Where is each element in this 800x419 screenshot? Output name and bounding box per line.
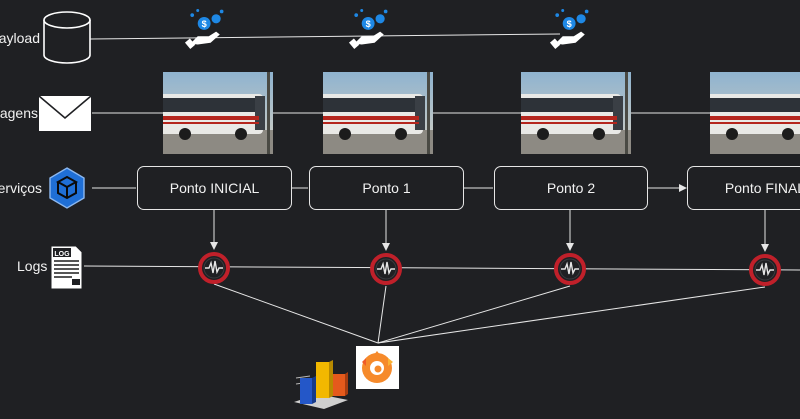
hand-coin-icon (348, 9, 388, 49)
bus-photo (323, 72, 433, 154)
row-label-mensagens: Mensagens (0, 105, 38, 121)
log-document-icon: LOG (50, 245, 83, 290)
grafana-logo-icon (356, 346, 399, 389)
log-doc-text: LOG (54, 251, 70, 258)
envelope-icon (38, 95, 92, 131)
bus-photo (521, 72, 631, 154)
waveform-monitor-icon (749, 254, 781, 286)
node-ponto-1[interactable]: Ponto 1 (309, 166, 464, 210)
hand-coin-icon (549, 9, 589, 49)
conv-line-2 (377, 285, 571, 344)
payload-line (89, 33, 561, 40)
conv-line-0 (213, 283, 379, 344)
waveform-monitor-icon (370, 253, 402, 285)
bus-photo (163, 72, 273, 154)
bar-chart-icon (294, 360, 348, 409)
node-ponto-final[interactable]: Ponto FINAL (687, 166, 800, 210)
database-icon (43, 11, 91, 64)
row-label-logs: Logs (17, 258, 48, 274)
node-ponto-inicial[interactable]: Ponto INICIAL (137, 166, 292, 210)
conv-line-3 (377, 286, 766, 344)
hand-coin-icon (184, 9, 224, 49)
logs-line (83, 265, 800, 271)
bus-photo (710, 72, 800, 154)
row-label-payload: Payload (0, 30, 40, 46)
waveform-monitor-icon (554, 253, 586, 285)
conv-line-1 (377, 285, 387, 344)
hexagon-cube-icon (49, 167, 85, 209)
row-label-servicos: Serviços (0, 180, 42, 196)
waveform-monitor-icon (198, 252, 230, 284)
node-ponto-2[interactable]: Ponto 2 (494, 166, 648, 210)
